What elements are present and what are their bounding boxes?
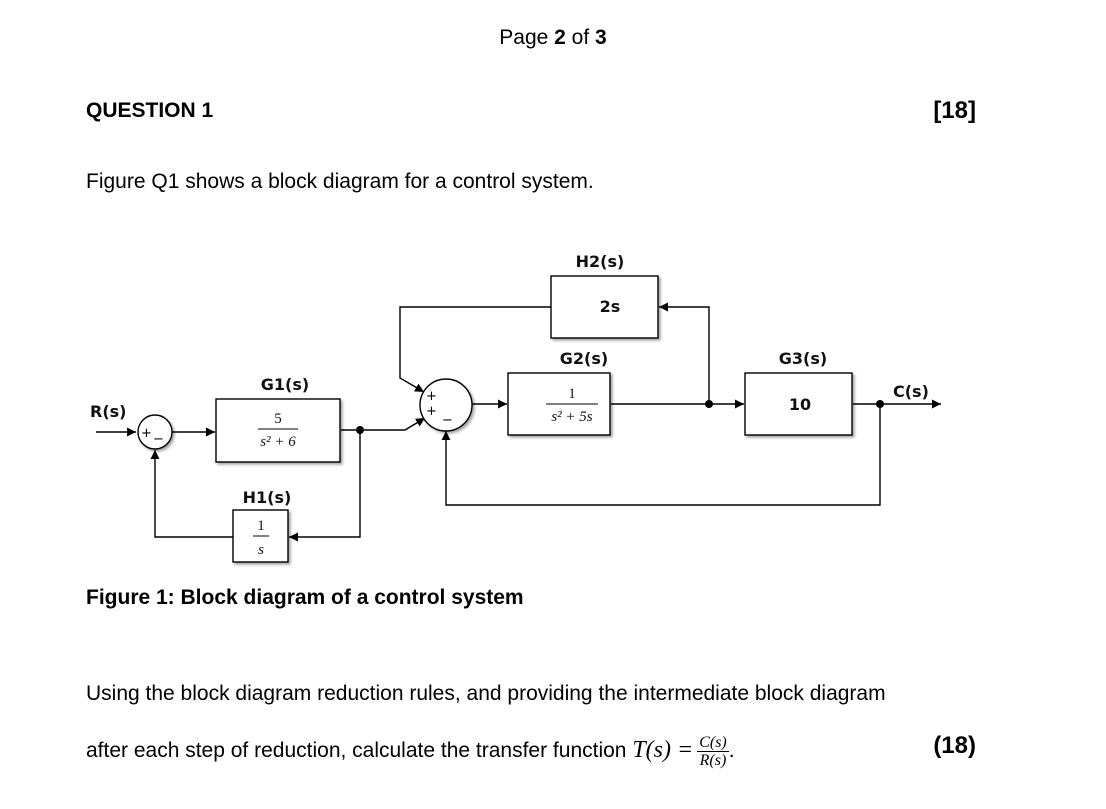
feedback-line-h2-in	[659, 302, 710, 404]
block-g1: G1(s) 5 s² + 6	[215, 375, 341, 463]
question-intro: Figure Q1 shows a block diagram for a co…	[86, 170, 594, 193]
summing-junction-2: + + −	[419, 378, 473, 432]
block-g2-numerator: 1	[568, 386, 576, 402]
question-marks: [18]	[933, 97, 976, 124]
feedback-line-h2-out	[399, 306, 551, 393]
sign-minus: −	[153, 432, 164, 447]
sign-minus: −	[442, 413, 453, 428]
summing-junction-1: + −	[137, 414, 173, 450]
block-h1-label: H1(s)	[243, 488, 292, 507]
task-line-1: Using the block diagram reduction rules,…	[86, 682, 886, 705]
pickoff-node-g2	[705, 400, 713, 408]
block-h1-denominator: s	[258, 542, 264, 558]
block-g1-label: G1(s)	[261, 375, 309, 394]
feedback-line-unity	[441, 404, 881, 506]
sign-plus: +	[141, 426, 152, 441]
block-h2: H2(s) 2s	[550, 252, 659, 339]
figure-caption: Figure 1: Block diagram of a control sys…	[86, 586, 524, 609]
tf-denominator: R(s)	[699, 752, 727, 769]
block-h2-value: 2s	[600, 297, 621, 316]
feedback-line-h1-out	[150, 450, 233, 538]
tf-fraction: C(s)R(s)	[697, 734, 729, 769]
block-g2-denominator: s² + 5s	[551, 409, 592, 425]
block-g1-denominator: s² + 6	[260, 434, 296, 450]
block-h2-label: H2(s)	[576, 252, 625, 271]
block-g3: G3(s) 10	[744, 349, 853, 436]
block-g3-label: G3(s)	[779, 349, 827, 368]
block-h1-numerator: 1	[257, 518, 265, 534]
block-g1-numerator: 5	[274, 411, 282, 427]
tf-symbol: T(s) =	[632, 737, 694, 764]
tf-numerator: C(s)	[697, 734, 729, 752]
block-g3-value: 10	[789, 395, 811, 414]
block-h1: H1(s) 1 s	[232, 488, 292, 563]
signal-line-node1-s2	[360, 417, 426, 431]
sign-plus: +	[426, 404, 437, 419]
block-g2: G2(s) 1 s² + 5s	[507, 349, 611, 436]
task-marks: (18)	[933, 732, 976, 759]
block-g2-label: G2(s)	[560, 349, 608, 368]
pickoff-node-g1	[356, 426, 364, 434]
sign-plus: +	[426, 389, 437, 404]
output-label: C(s)	[893, 382, 929, 401]
task-line-2-text: after each step of reduction, calculate …	[86, 739, 633, 763]
question-title: QUESTION 1	[86, 99, 214, 122]
input-label: R(s)	[90, 402, 126, 421]
feedback-line-h1-in	[289, 430, 361, 542]
task-line-2: after each step of reduction, calculate …	[86, 734, 735, 769]
page-number: Page 2 of 3	[499, 26, 607, 49]
tf-period: .	[728, 739, 735, 763]
pickoff-node-output	[876, 400, 884, 408]
